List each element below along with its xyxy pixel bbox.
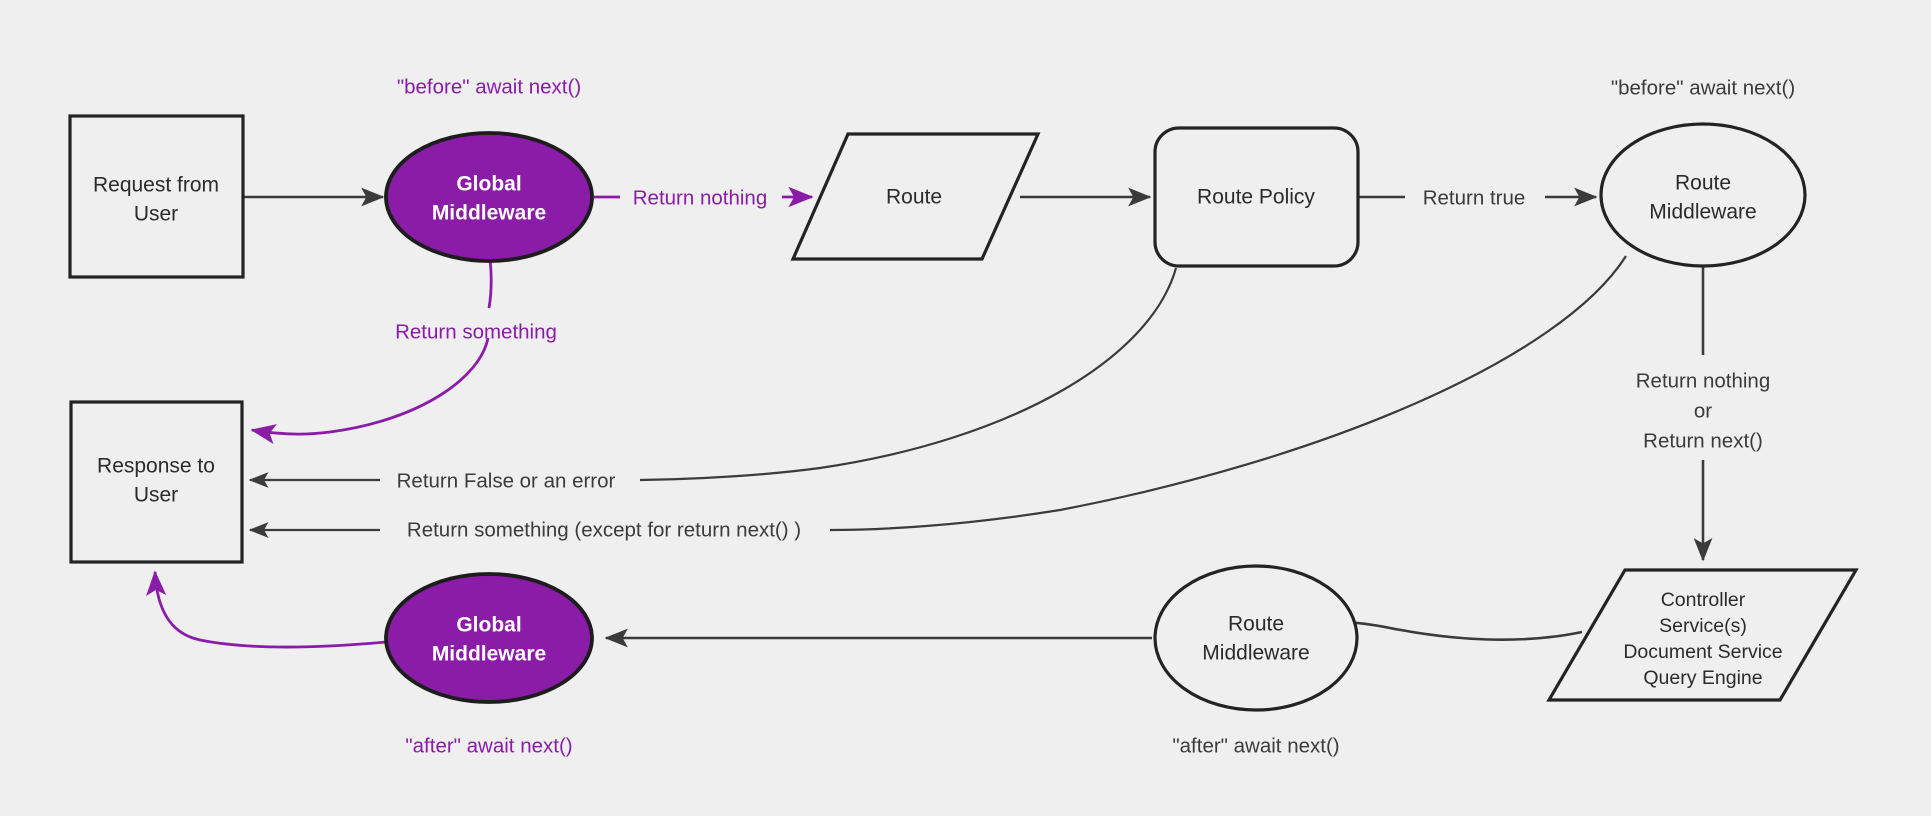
node-label-query-engine: Query Engine bbox=[1643, 667, 1762, 689]
edge-global-middleware-to-route: Return nothing bbox=[594, 186, 814, 209]
node-label-document-service: Document Service bbox=[1623, 641, 1782, 663]
edge-label-return-false-or-error: Return False or an error bbox=[397, 469, 616, 492]
edge-label-return-next: Return next() bbox=[1643, 429, 1763, 452]
node-global-middleware-after[interactable]: Global Middleware bbox=[384, 572, 594, 704]
node-request-from-user[interactable]: Request from User bbox=[68, 114, 245, 279]
node-label-global-middleware-before-line2: Middleware bbox=[432, 202, 546, 225]
node-label-route-middleware-after-line2: Middleware bbox=[1202, 642, 1309, 665]
edge-global-after-to-response bbox=[146, 570, 387, 649]
edge-label-return-nothing: Return nothing bbox=[633, 186, 767, 209]
node-label-global-middleware-before-line1: Global bbox=[456, 173, 521, 196]
node-controller-stack[interactable]: Controller Service(s) Document Service Q… bbox=[1546, 568, 1859, 702]
node-label-controller: Controller bbox=[1661, 589, 1746, 611]
edge-route-middleware-to-response: Return something (except for return next… bbox=[248, 255, 1627, 541]
annotation-before-await-next-global: "before" await next() bbox=[397, 75, 581, 98]
edge-route-middleware-to-controller: Return nothing or Return next() bbox=[1636, 266, 1770, 562]
edge-label-return-nothing-route: Return nothing bbox=[1636, 369, 1770, 392]
annotation-after-await-next-global: "after" await next() bbox=[405, 734, 572, 757]
node-label-route: Route bbox=[886, 186, 942, 209]
node-label-route-middleware-before-line2: Middleware bbox=[1649, 201, 1756, 224]
node-label-route-middleware-before-line1: Route bbox=[1675, 172, 1731, 195]
edge-route-policy-to-route-middleware: Return true bbox=[1358, 186, 1598, 209]
node-label-request-from-user-line2: User bbox=[134, 203, 178, 226]
annotation-after-await-next-route: "after" await next() bbox=[1172, 734, 1339, 757]
edge-label-or: or bbox=[1694, 399, 1712, 422]
node-route-middleware-before[interactable]: Route Middleware bbox=[1599, 122, 1807, 268]
node-label-route-policy: Route Policy bbox=[1197, 186, 1315, 209]
node-label-global-middleware-after-line1: Global bbox=[456, 614, 521, 637]
node-route[interactable]: Route bbox=[790, 132, 1041, 261]
edge-route-policy-to-response: Return False or an error bbox=[248, 267, 1178, 492]
node-route-policy[interactable]: Route Policy bbox=[1153, 126, 1360, 268]
node-label-services: Service(s) bbox=[1659, 615, 1747, 637]
edge-label-return-true: Return true bbox=[1423, 186, 1526, 209]
node-response-to-user[interactable]: Response to User bbox=[69, 400, 244, 564]
node-label-global-middleware-after-line2: Middleware bbox=[432, 643, 546, 666]
annotation-before-await-next-route: "before" await next() bbox=[1611, 76, 1795, 99]
node-label-request-from-user-line1: Request from bbox=[93, 174, 219, 197]
edge-label-return-something-global: Return something bbox=[395, 320, 557, 343]
node-route-middleware-after[interactable]: Route Middleware bbox=[1153, 564, 1359, 712]
edge-global-middleware-to-response: Return something bbox=[250, 251, 557, 444]
node-global-middleware-before[interactable]: Global Middleware bbox=[384, 131, 594, 263]
node-label-route-middleware-after-line1: Route bbox=[1228, 613, 1284, 636]
node-label-response-to-user-line1: Response to bbox=[97, 455, 215, 478]
edge-label-return-something-except-next: Return something (except for return next… bbox=[407, 518, 801, 541]
node-label-response-to-user-line2: User bbox=[134, 484, 178, 507]
